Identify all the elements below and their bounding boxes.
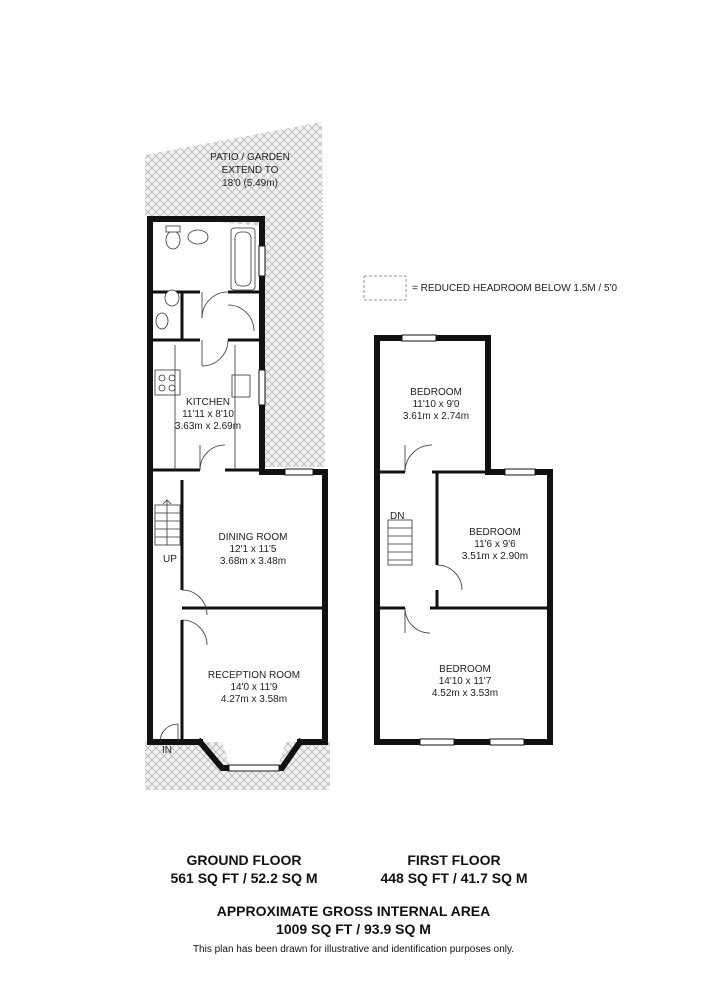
ground-floor-stairs xyxy=(154,499,181,546)
ground-floor-fixtures xyxy=(154,225,256,470)
room-dimensions-imperial: 11'10 x 9'0 xyxy=(412,399,459,410)
room-dimensions-metric: 3.63m x 2.69m xyxy=(175,421,241,432)
first-floor-internal-walls xyxy=(377,470,550,610)
room-dimensions-imperial: 11'6 x 9'6 xyxy=(474,539,516,550)
garden-label-line3: 18'0 (5.49m) xyxy=(222,178,278,189)
first-floor-windows xyxy=(401,334,536,746)
room-dimensions-metric: 3.68m x 3.48m xyxy=(220,556,286,567)
garden-area xyxy=(145,122,325,467)
room-dimensions-metric: 3.61m x 2.74m xyxy=(403,411,469,422)
legend-swatch xyxy=(363,275,407,301)
room-name: RECEPTION ROOM xyxy=(208,670,300,681)
room-dimensions-metric: 4.27m x 3.58m xyxy=(221,694,287,705)
ground-floor-area: 561 SQ FT / 52.2 SQ M xyxy=(170,870,318,886)
ground-floor-doors xyxy=(159,291,255,743)
ground-floor-windows xyxy=(228,245,314,772)
room-dimensions-imperial: 14'10 x 11'7 xyxy=(439,676,492,687)
room-dimensions-imperial: 14'0 x 11'9 xyxy=(230,682,277,693)
stairs-up-label: UP xyxy=(163,554,177,565)
room-name: BEDROOM xyxy=(439,664,491,675)
room-dimensions-metric: 3.51m x 2.90m xyxy=(462,551,528,562)
ground-floor-title: GROUND FLOOR xyxy=(186,852,302,868)
room-dimensions-metric: 4.52m x 3.53m xyxy=(432,688,498,699)
first-floor-stairs xyxy=(387,519,413,566)
first-floor-doors xyxy=(404,444,463,634)
room-dimensions-imperial: 12'1 x 11'5 xyxy=(229,544,276,555)
garden-label-line1: PATIO / GARDEN xyxy=(210,152,290,163)
stairs-down-label: DN xyxy=(390,511,404,522)
first-floor-title: FIRST FLOOR xyxy=(407,852,501,868)
ground-floor-summary: GROUND FLOOR 561 SQ FT / 52.2 SQ M xyxy=(134,851,354,887)
room-name: KITCHEN xyxy=(186,397,230,408)
entrance-label: IN xyxy=(162,745,172,756)
room-name: BEDROOM xyxy=(469,527,521,538)
ground-floor-internal-walls xyxy=(150,290,325,742)
first-floor-area: 448 SQ FT / 41.7 SQ M xyxy=(380,870,528,886)
room-name: DINING ROOM xyxy=(219,532,288,543)
gross-internal-area: APPROXIMATE GROSS INTERNAL AREA 1009 SQ … xyxy=(0,902,707,938)
gross-area-line1: APPROXIMATE GROSS INTERNAL AREA xyxy=(216,903,491,919)
room-name: BEDROOM xyxy=(410,387,462,398)
garden-label-line2: EXTEND TO xyxy=(222,165,279,176)
front-yard-area xyxy=(145,742,330,790)
legend-text: = REDUCED HEADROOM BELOW 1.5M / 5'0 xyxy=(412,283,617,294)
gross-area-line2: 1009 SQ FT / 93.9 SQ M xyxy=(276,921,431,937)
disclaimer-text: This plan has been drawn for illustrativ… xyxy=(192,944,515,955)
first-floor-summary: FIRST FLOOR 448 SQ FT / 41.7 SQ M xyxy=(344,851,564,887)
room-dimensions-imperial: 11'11 x 8'10 xyxy=(182,409,234,420)
